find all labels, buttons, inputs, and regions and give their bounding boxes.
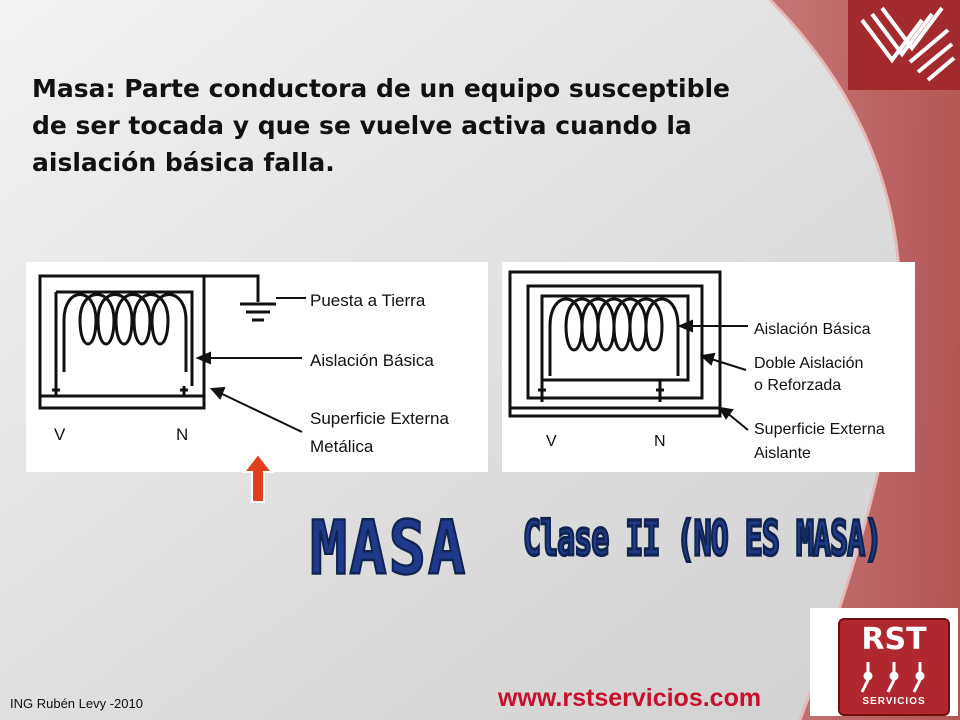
top-right-logo	[848, 0, 960, 90]
up-arrow-icon	[241, 452, 275, 509]
rst-logo-subtext: SERVICIOS	[862, 696, 926, 707]
terminal-n-label: N	[654, 433, 666, 450]
diagram-grounded-equipment: Puesta a Tierra Aislación Básica Superfi…	[26, 262, 488, 472]
diagram-right-svg: Aislación Básica Doble Aislación o Refor…	[508, 270, 885, 462]
rst-logo-badge: RST SERVICIOS	[838, 618, 950, 716]
label-double-1: Doble Aislación	[754, 355, 863, 372]
label-double-2: o Reforzada	[754, 377, 841, 394]
diagram-left-svg: Puesta a Tierra Aislación Básica Superfi…	[38, 274, 449, 456]
terminal-v-label: V	[546, 433, 557, 450]
title-line-3: aislación básica falla.	[32, 148, 335, 177]
label-surface-1: Superficie Externa	[754, 421, 885, 438]
label-insulation: Aislación Básica	[310, 351, 434, 370]
label-insulation: Aislación Básica	[754, 321, 871, 338]
title-line-1: Masa: Parte conductora de un equipo susc…	[32, 74, 731, 103]
masa-label: MASA	[309, 503, 468, 593]
clase-ii-label: Clase II (NO ES MASA)	[522, 510, 883, 569]
diagram-class-ii-equipment: Aislación Básica Doble Aislación o Refor…	[502, 262, 915, 472]
label-ground: Puesta a Tierra	[310, 291, 426, 310]
switch-icons	[860, 662, 925, 693]
page-title: Masa: Parte conductora de un equipo susc…	[32, 70, 832, 181]
label-surface-2: Aislante	[754, 445, 811, 462]
label-surface-2: Metálica	[310, 437, 374, 456]
rst-logo-text: RST	[861, 622, 927, 657]
ground-symbol-icon	[240, 302, 276, 322]
author-credit: ING Rubén Levy -2010	[10, 696, 143, 711]
rst-logo: RST SERVICIOS	[810, 608, 958, 716]
terminal-n-label: N	[176, 425, 188, 444]
website-link[interactable]: www.rstservicios.com	[498, 684, 762, 712]
terminal-v-label: V	[54, 425, 66, 444]
title-line-2: de ser tocada y que se vuelve activa cua…	[32, 111, 692, 140]
label-surface-1: Superficie Externa	[310, 409, 449, 428]
